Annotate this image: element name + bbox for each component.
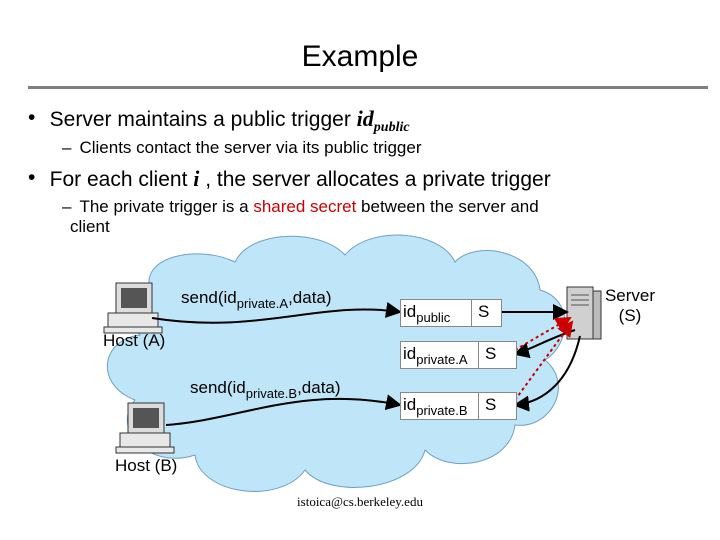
- bullet-dot-icon: •: [28, 166, 36, 189]
- bullet-private-trigger: • For each client i , the server allocat…: [28, 166, 551, 191]
- trigger-private-b-box: idprivate.B S: [400, 392, 517, 420]
- slide-title: Example: [301, 40, 419, 73]
- host-b-computer-icon: [115, 402, 175, 454]
- sub-bullet-clients-contact: – Clients contact the server via its pub…: [62, 138, 422, 157]
- host-b-label: Host (B): [115, 456, 178, 475]
- bullet-public-trigger: • Server maintains a public trigger idpu…: [28, 106, 410, 135]
- private-a-forward-arrow: [514, 316, 572, 351]
- host-a-send-path: [151, 302, 402, 324]
- server-to-private-b-arrow: [513, 335, 581, 412]
- host-a-label: Host (A): [103, 331, 166, 350]
- title-divider: [28, 86, 708, 89]
- sub-bullet-shared-secret: – The private trigger is a shared secret…: [62, 197, 539, 236]
- send-label-host-a: send(idprivate.A,data): [181, 288, 332, 311]
- host-a-computer-icon: [103, 282, 163, 334]
- send-label-host-b: send(idprivate.B,data): [190, 378, 341, 401]
- bullet-dot-icon: •: [28, 106, 36, 129]
- host-b-send-path: [165, 394, 402, 426]
- author-email: istoica@cs.berkeley.edu: [297, 494, 423, 509]
- trigger-public-box: idpublic S: [400, 299, 502, 327]
- private-b-forward-arrow: [514, 320, 574, 401]
- server-label: Server(S): [604, 286, 656, 325]
- trigger-private-a-box: idprivate.A S: [400, 341, 517, 369]
